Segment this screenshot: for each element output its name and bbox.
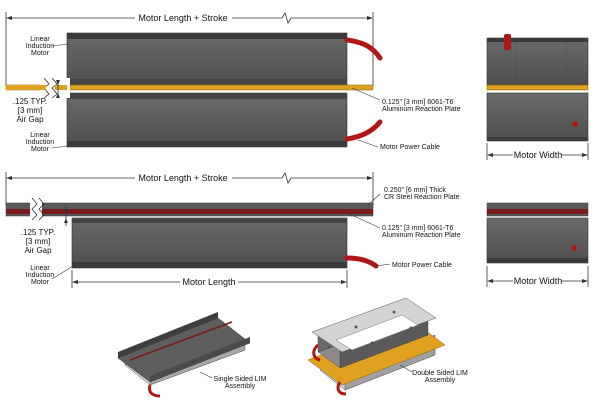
svg-text:Linear: Linear xyxy=(30,36,50,43)
svg-text:Air Gap: Air Gap xyxy=(16,115,44,124)
single-sided-lim-iso xyxy=(117,312,251,398)
mid-motor-cable xyxy=(344,255,379,269)
top-end-view: Motor Width xyxy=(486,34,589,160)
mid-motor-body xyxy=(71,217,348,269)
svg-text:Motor Power Cable: Motor Power Cable xyxy=(392,262,452,269)
svg-text:Air Gap: Air Gap xyxy=(24,246,52,255)
mid-break-symbol xyxy=(30,197,45,221)
mid-length-stroke-label: Motor Length + Stroke xyxy=(138,173,227,183)
double-sided-lim-iso xyxy=(307,297,446,396)
svg-text:Linear: Linear xyxy=(30,132,50,139)
mid-motor-label: Linear Induction Motor xyxy=(26,265,74,286)
mid-alu-plate-label: 0.125" [3 mm] 6061-T6 Aluminum Reaction … xyxy=(344,211,461,239)
svg-text:.125 TYP.: .125 TYP. xyxy=(21,228,55,237)
upper-motor-top-edge xyxy=(67,33,347,39)
svg-text:0.250" [6 mm] Thick: 0.250" [6 mm] Thick xyxy=(384,187,446,194)
svg-text:.125 TYP.: .125 TYP. xyxy=(13,97,47,106)
top-width-label: Motor Width xyxy=(514,150,563,160)
svg-text:Single Sided LIM: Single Sided LIM xyxy=(214,376,267,383)
svg-text:Aluminum Reaction Plate: Aluminum Reaction Plate xyxy=(382,106,461,113)
svg-text:0.125" [3 mm] 6061-T6: 0.125" [3 mm] 6061-T6 xyxy=(382,99,453,106)
svg-text:Induction: Induction xyxy=(26,43,55,50)
svg-text:Motor: Motor xyxy=(31,146,50,153)
single-sided-label: Single Sided LIM Assembly xyxy=(199,371,267,390)
top-plate-label: 0.125" [3 mm] 6061-T6 Aluminum Reaction … xyxy=(351,87,461,113)
double-sided-label: Double Sided LIM Assembly xyxy=(399,364,468,384)
svg-text:[3 mm]: [3 mm] xyxy=(18,106,42,115)
svg-text:Linear: Linear xyxy=(30,265,50,272)
svg-text:CR Steel Reaction Plate: CR Steel Reaction Plate xyxy=(384,194,460,201)
lower-motor-cable xyxy=(344,119,383,142)
svg-text:Motor Power Cable: Motor Power Cable xyxy=(380,144,440,151)
top-dimension-length-stroke: Motor Length + Stroke xyxy=(5,12,374,86)
top-length-stroke-label: Motor Length + Stroke xyxy=(138,13,227,23)
mid-width-label: Motor Width xyxy=(514,276,563,286)
mid-steel-plate-label: 0.250" [6 mm] Thick CR Steel Reaction Pl… xyxy=(367,187,460,206)
top-break-symbol xyxy=(6,77,70,99)
svg-text:Motor: Motor xyxy=(31,279,50,286)
svg-text:0.125" [3 mm] 6061-T6: 0.125" [3 mm] 6061-T6 xyxy=(382,225,453,232)
top-upper-motor-label: Linear Induction Motor xyxy=(26,36,69,57)
mid-end-view: Motor Width xyxy=(486,202,589,287)
svg-text:Double Sided LIM: Double Sided LIM xyxy=(412,370,468,377)
lower-motor-bottom-edge xyxy=(67,141,347,147)
upper-motor-body xyxy=(66,32,348,86)
svg-text:[3 mm]: [3 mm] xyxy=(26,237,50,246)
mid-dimension-length-stroke: Motor Length + Stroke xyxy=(5,172,374,205)
mid-airgap-label: .125 TYP. [3 mm] Air Gap xyxy=(21,206,68,255)
top-cable-label: Motor Power Cable xyxy=(357,139,440,151)
svg-text:Induction: Induction xyxy=(26,139,55,146)
svg-text:Aluminum Reaction Plate: Aluminum Reaction Plate xyxy=(382,232,461,239)
upper-motor-cable xyxy=(344,37,383,61)
mid-motor-length-dimension: Motor Length xyxy=(71,270,348,288)
svg-text:Motor: Motor xyxy=(31,50,50,57)
upper-motor-bottom-edge xyxy=(67,79,347,85)
top-lower-motor-label: Linear Induction Motor xyxy=(26,132,69,153)
mid-length-label: Motor Length xyxy=(182,277,235,287)
svg-text:Induction: Induction xyxy=(26,272,55,279)
lower-motor-body xyxy=(66,92,348,148)
svg-text:Assembly: Assembly xyxy=(225,383,256,390)
top-airgap-label: .125 TYP. [3 mm] Air Gap xyxy=(13,80,60,124)
lower-motor-top-edge xyxy=(67,93,347,99)
svg-text:Assembly: Assembly xyxy=(425,377,456,384)
mid-aluminum-plate xyxy=(6,209,373,214)
mid-cable-label: Motor Power Cable xyxy=(375,262,452,269)
